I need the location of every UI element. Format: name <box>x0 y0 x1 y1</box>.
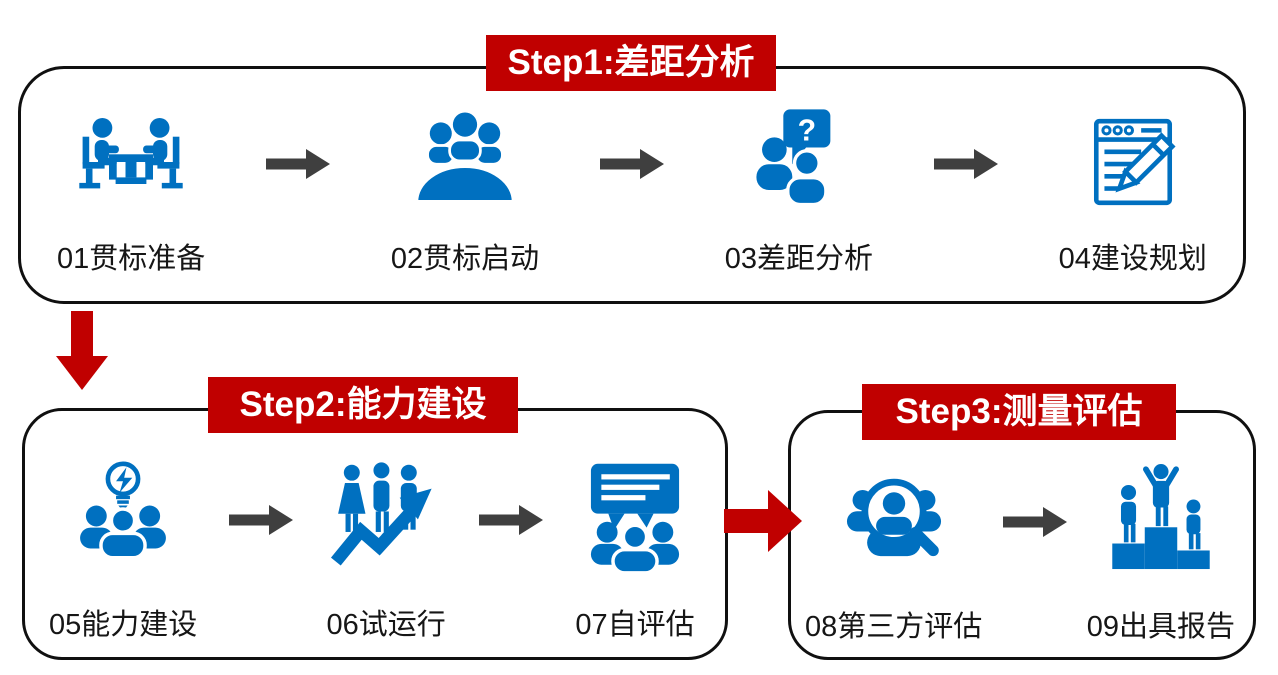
step2-header: Step2:能力建设 <box>208 377 518 433</box>
stage-label: 06试运行 <box>326 609 446 641</box>
stage-08: 08第三方评估 <box>805 459 982 645</box>
team-growth-icon <box>325 457 447 575</box>
stage-05: 05能力建设 <box>49 457 197 643</box>
stage-label: 09出具报告 <box>1086 611 1235 643</box>
conference-table-icon <box>405 103 525 221</box>
stage-03: ? 03差距分析 <box>725 103 873 277</box>
step3-header: Step3:测量评估 <box>862 384 1176 440</box>
stage-07: 07自评估 <box>575 457 695 643</box>
team-idea-icon <box>63 457 183 575</box>
svg-text:?: ? <box>798 115 816 148</box>
red-right-arrow-icon <box>724 488 802 559</box>
people-magnifier-icon <box>830 459 958 577</box>
stage-label: 05能力建设 <box>49 609 198 641</box>
flow-arrow-icon <box>229 505 294 540</box>
flow-arrow-icon <box>1002 507 1067 542</box>
stage-label: 07自评估 <box>575 609 695 641</box>
step1-header: Step1:差距分析 <box>486 35 776 91</box>
step3-box: 08第三方评估 <box>788 410 1256 660</box>
step2-box: 05能力建设 <box>22 408 728 660</box>
stage-label: 03差距分析 <box>724 243 874 275</box>
meeting-table-icon <box>71 103 191 221</box>
flow-arrow-icon <box>266 149 331 184</box>
stage-label: 08第三方评估 <box>805 611 983 643</box>
stage-label: 02贯标启动 <box>390 243 540 275</box>
step1-box: 01贯标准备 02贯标启动 <box>18 66 1246 304</box>
flow-arrow-icon <box>933 149 998 184</box>
group-discussion-icon <box>575 457 695 575</box>
podium-winners-icon <box>1101 459 1221 577</box>
stage-label: 04建设规划 <box>1058 243 1207 275</box>
stage-01: 01贯标准备 <box>57 103 205 277</box>
stage-09: 09出具报告 <box>1087 459 1235 645</box>
stage-02: 02贯标启动 <box>391 103 539 277</box>
flow-arrow-icon <box>599 149 664 184</box>
document-pencil-icon <box>1082 103 1184 221</box>
stage-06: 06试运行 <box>325 457 447 643</box>
question-discussion-icon: ? <box>739 103 859 221</box>
red-down-arrow-icon <box>56 311 108 398</box>
stage-04: 04建设规划 <box>1059 103 1207 277</box>
stage-label: 01贯标准备 <box>57 243 206 275</box>
flow-arrow-icon <box>479 505 544 540</box>
